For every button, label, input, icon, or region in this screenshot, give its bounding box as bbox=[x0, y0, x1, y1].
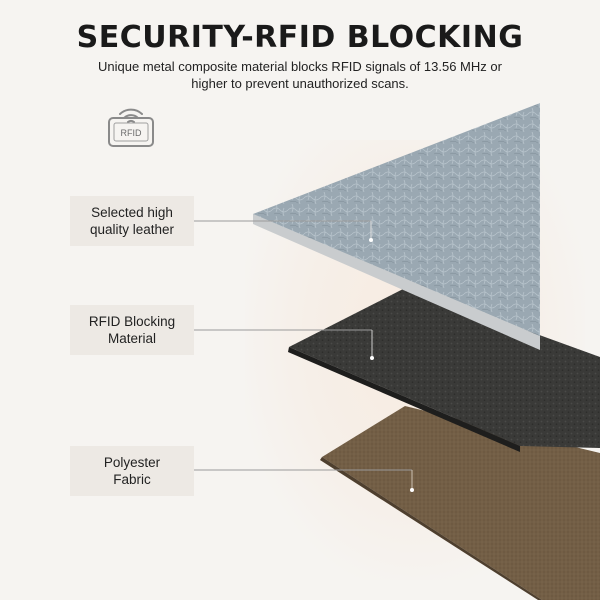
label-rfid-blocking: RFID Blocking Material bbox=[70, 305, 194, 355]
blocking-layer-edge bbox=[288, 347, 520, 452]
rfid-card-inner bbox=[113, 122, 149, 142]
rfid-card-outline bbox=[108, 117, 154, 147]
label-fabric-line-2: Fabric bbox=[113, 472, 151, 487]
page-title: SECURITY-RFID BLOCKING bbox=[76, 20, 524, 55]
fabric-leader-dot bbox=[410, 488, 414, 492]
label-blocking-line-2: Material bbox=[107, 331, 156, 346]
label-fabric: Polyester Fabric bbox=[70, 446, 194, 496]
rfid-badge-text: RFID bbox=[121, 128, 142, 138]
fabric-layer-edge bbox=[320, 457, 542, 600]
subtitle-line-2: higher to prevent unauthorized scans. bbox=[191, 76, 409, 91]
label-fabric-line-1: Polyester bbox=[103, 455, 161, 470]
label-leather: Selected high quality leather bbox=[70, 196, 194, 246]
blocking-leader-dot bbox=[370, 356, 374, 360]
leather-layer bbox=[253, 103, 540, 336]
label-blocking-line-1: RFID Blocking bbox=[88, 314, 176, 329]
page-subtitle: Unique metal composite material blocks R… bbox=[80, 58, 520, 92]
rfid-badge: RFID bbox=[108, 108, 154, 147]
fabric-layer bbox=[322, 406, 600, 600]
leather-layer-side bbox=[253, 214, 540, 350]
leather-leader-dot bbox=[369, 238, 373, 242]
label-leather-line-1: Selected high bbox=[91, 205, 173, 220]
blocking-layer bbox=[289, 287, 600, 448]
subtitle-line-1: Unique metal composite material blocks R… bbox=[98, 59, 502, 74]
label-leather-line-2: quality leather bbox=[89, 222, 175, 237]
